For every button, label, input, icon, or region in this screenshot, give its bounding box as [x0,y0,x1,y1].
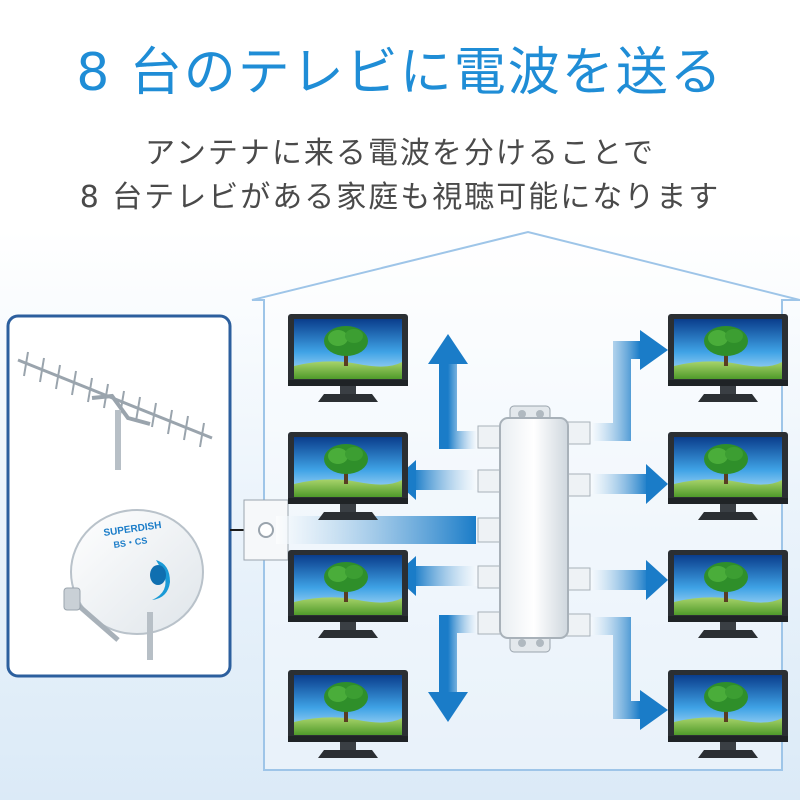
headline: 8 台のテレビに電波を送る [76,43,724,103]
satellite-dish: SUPERDISH BS・CS [63,509,204,660]
dish-logo-line2: BS・CS [113,535,148,550]
eight-way-splitter [477,405,591,653]
terrestrial-antenna [17,351,213,470]
left-output-arrows [394,334,478,722]
description-line-2: 8 台テレビがある家庭も視聴可能になります [79,180,721,215]
right-output-arrows [590,330,668,730]
input-signal-beam [276,516,476,544]
description-line-1: アンテナに来る電波を分けることで [145,136,655,171]
